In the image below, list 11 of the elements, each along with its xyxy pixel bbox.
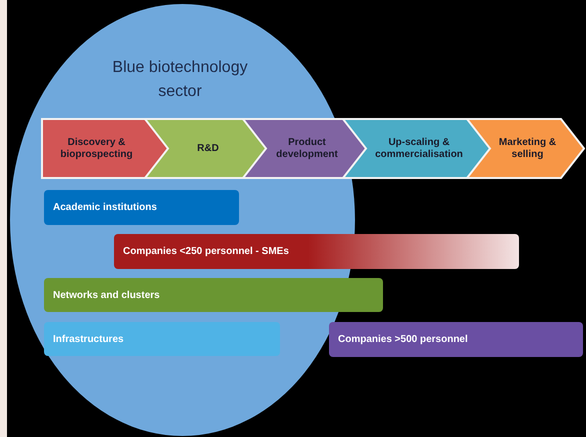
stage-label: Discovery & bioprospecting (59, 136, 134, 160)
actor-bar: Infrastructures (44, 322, 280, 356)
stage-label: Up-scaling & commercialisation (374, 136, 464, 160)
actor-bar: Academic institutions (44, 190, 239, 225)
stage-label: R&D (197, 142, 219, 154)
stage-label: Product development (275, 136, 339, 160)
actor-bar: Networks and clusters (44, 278, 383, 312)
sector-title: Blue biotechnology sector (111, 58, 249, 102)
actor-bar: Companies <250 personnel - SMEs (114, 234, 519, 269)
actor-bar: Companies >500 personnel (329, 322, 583, 357)
stage-label: Marketing & selling (498, 136, 558, 160)
